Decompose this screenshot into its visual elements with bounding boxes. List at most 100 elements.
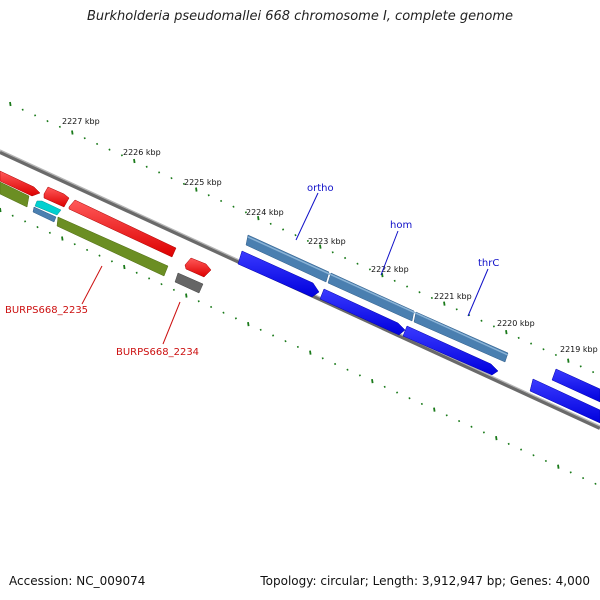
minor-tick <box>145 165 148 168</box>
minor-tick <box>579 365 582 368</box>
minor-tick <box>368 268 371 271</box>
minor-tick <box>532 454 535 457</box>
minor-tick <box>182 182 185 185</box>
major-tick <box>247 321 250 327</box>
major-tick <box>133 158 136 164</box>
major-tick <box>319 244 322 249</box>
major-tick <box>61 236 64 241</box>
ruler-label-2220: 2220 kbp <box>497 319 535 328</box>
minor-tick <box>406 285 409 288</box>
cds-steel-small[interactable] <box>32 206 57 223</box>
cds-olive-long[interactable] <box>56 216 169 277</box>
cds-steel-hom[interactable] <box>327 272 415 322</box>
minor-tick <box>480 319 483 322</box>
cds-red-left[interactable] <box>0 170 41 197</box>
gene-label-thrC[interactable]: thrC <box>478 258 499 269</box>
minor-tick <box>21 108 24 111</box>
minor-tick <box>294 234 297 237</box>
major-tick <box>433 407 436 412</box>
minor-tick <box>455 308 458 311</box>
major-tick <box>0 207 2 213</box>
cds-blue-right-2[interactable] <box>529 378 600 424</box>
minor-tick <box>234 317 237 320</box>
minor-tick <box>418 291 421 294</box>
cds-steel-ortho[interactable] <box>245 234 330 283</box>
minor-tick <box>244 211 247 214</box>
minor-tick <box>24 220 27 223</box>
cds-olive-left[interactable] <box>0 181 30 208</box>
minor-tick <box>482 431 485 434</box>
minor-tick <box>582 477 585 480</box>
inner-tick-track <box>0 207 597 485</box>
minor-tick <box>296 345 299 348</box>
minor-tick <box>334 362 337 366</box>
cds-blue-thrC[interactable] <box>402 325 499 376</box>
accession-label: Accession: NC_009074 <box>9 574 146 588</box>
minor-tick <box>517 336 520 339</box>
cds-blue-ortho[interactable] <box>237 250 320 298</box>
minor-tick <box>83 137 86 140</box>
cds-red-long[interactable] <box>68 199 177 258</box>
gene-label-burps668-2235[interactable]: BURPS668_2235 <box>5 305 88 316</box>
minor-tick <box>554 353 557 357</box>
minor-tick <box>220 199 223 203</box>
major-tick <box>505 330 508 335</box>
minor-tick <box>73 243 76 246</box>
major-tick <box>9 101 12 107</box>
minor-tick <box>197 300 200 303</box>
cds-red-small[interactable] <box>43 186 70 208</box>
cds-blue-right-1[interactable] <box>551 368 600 403</box>
minor-tick <box>232 205 235 208</box>
gene-label-burps668-2234[interactable]: BURPS668_2234 <box>116 347 199 358</box>
major-tick <box>257 215 260 221</box>
minor-tick <box>282 228 285 231</box>
minor-tick <box>445 414 448 417</box>
minor-tick <box>408 397 411 400</box>
gene-label-hom[interactable]: hom <box>390 220 412 231</box>
minor-tick <box>544 459 547 463</box>
minor-tick <box>542 348 545 351</box>
minor-tick <box>110 260 113 263</box>
minor-tick <box>306 239 309 242</box>
genome-summary: Topology: circular; Length: 3,912,947 bp… <box>260 574 590 588</box>
minor-tick <box>520 448 523 451</box>
cds-cyan[interactable] <box>34 200 62 216</box>
minor-tick <box>34 114 37 117</box>
cds-gray[interactable] <box>174 272 204 294</box>
cds-red-right[interactable] <box>184 257 212 278</box>
ruler-label-2227: 2227 kbp <box>62 117 100 126</box>
minor-tick <box>207 194 210 197</box>
minor-tick <box>530 342 533 345</box>
minor-tick <box>321 357 324 360</box>
major-tick <box>195 187 198 192</box>
minor-tick <box>594 482 597 485</box>
major-tick <box>567 358 570 363</box>
gene-label-ortho[interactable]: ortho <box>307 183 334 194</box>
major-tick <box>309 350 312 355</box>
gene-label-leaders <box>81 192 489 345</box>
ruler-label-2223: 2223 kbp <box>308 237 346 246</box>
minor-tick <box>383 385 386 388</box>
major-tick <box>123 264 126 270</box>
major-tick <box>185 293 188 298</box>
minor-tick <box>458 419 461 423</box>
feature-track <box>0 170 600 424</box>
minor-tick <box>259 328 262 331</box>
minor-tick <box>135 271 138 274</box>
cds-blue-hom[interactable] <box>319 288 406 336</box>
ruler-label-2221: 2221 kbp <box>434 292 472 301</box>
minor-tick <box>96 142 99 146</box>
cds-steel-thrC[interactable] <box>413 311 509 363</box>
ruler-label-2226: 2226 kbp <box>123 148 161 157</box>
minor-tick <box>420 402 423 406</box>
minor-tick <box>507 442 510 445</box>
ruler-label-2222: 2222 kbp <box>371 265 409 274</box>
ruler-label-2219: 2219 kbp <box>560 345 598 354</box>
minor-tick <box>284 340 287 343</box>
minor-tick <box>393 279 396 282</box>
minor-tick <box>430 296 433 300</box>
major-tick <box>71 130 74 135</box>
major-tick <box>371 378 374 384</box>
major-tick <box>495 436 498 441</box>
